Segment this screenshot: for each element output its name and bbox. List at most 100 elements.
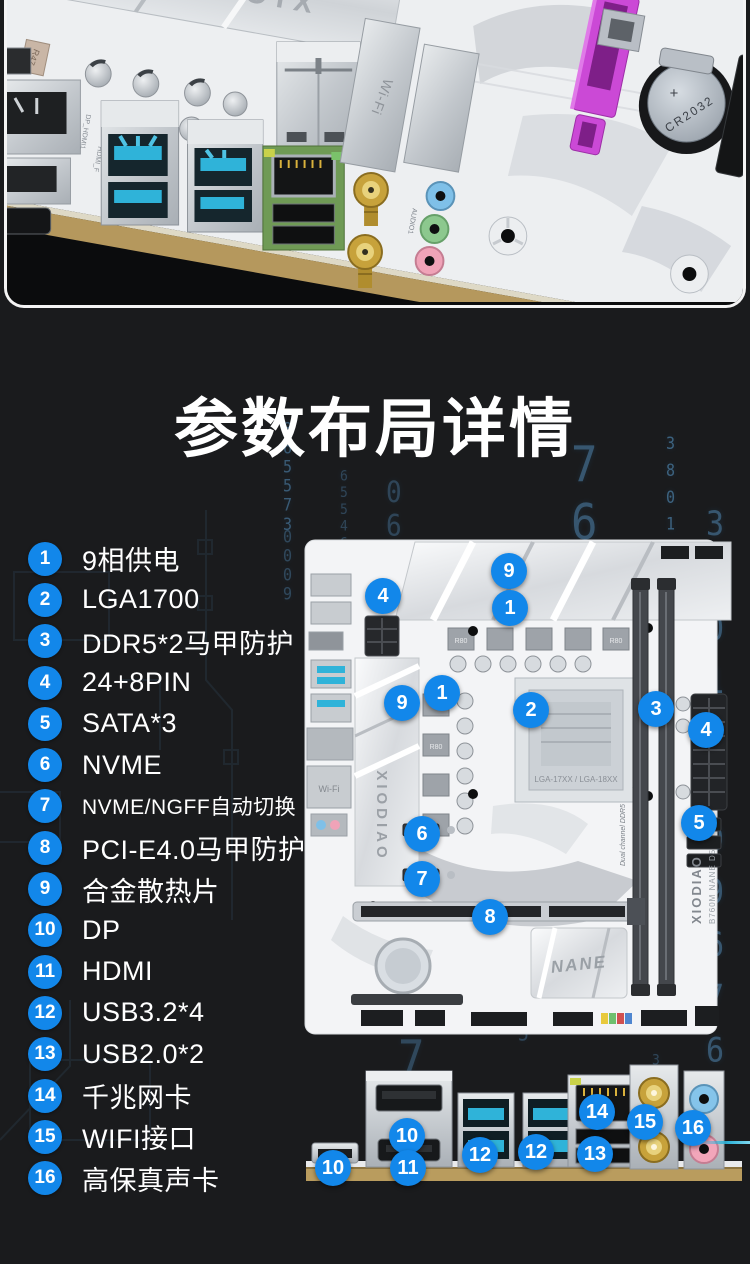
board-socket-label: LGA-17XX / LGA-18XX — [534, 775, 618, 784]
io-minidp-port — [311, 1142, 359, 1164]
choke-label: R80 — [610, 638, 623, 645]
board-cpu-socket: LGA-17XX / LGA-18XX — [514, 677, 644, 809]
hero-gold-edge — [7, 205, 542, 302]
feature-row-3: 3 DDR5*2马甲防护 — [28, 621, 306, 662]
hero-image-card: XIODIAO R47 DP_HDMI1 HDMI_F — [4, 0, 746, 308]
feature-row-16: 16 高保真声卡 — [28, 1157, 306, 1198]
feature-label: USB3.2*4 — [82, 997, 205, 1028]
board-left-heatsink: XIODIAO — [353, 657, 421, 887]
feature-label: PCI-E4.0马甲防护 — [82, 835, 306, 866]
feature-row-12: 12 USB3.2*4 — [28, 992, 306, 1033]
feature-number-badge: 5 — [28, 706, 62, 741]
feature-number-badge: 13 — [28, 1037, 62, 1072]
feature-row-11: 11 HDMI — [28, 951, 306, 992]
teal-glow-line — [697, 1141, 750, 1144]
board-fan-header — [695, 546, 723, 559]
feature-number-badge: 16 — [28, 1161, 62, 1196]
feature-row-13: 13 USB2.0*2 — [28, 1034, 306, 1075]
hero-black-connector — [715, 54, 743, 178]
feature-number-badge: 1 — [28, 541, 62, 576]
board-ddr-note: Dual channel DDR5 — [620, 804, 627, 866]
feature-label: WIFI接口 — [82, 1124, 196, 1155]
feature-number-badge: 4 — [28, 665, 62, 700]
feature-number-badge: 9 — [28, 872, 62, 907]
hero-qfp-chip — [596, 8, 646, 53]
hero-audio-module: AUDIO1 — [403, 43, 480, 276]
page-title: 参数布局详情 — [174, 393, 576, 465]
feature-label: LGA1700 — [82, 584, 200, 615]
feature-row-15: 15 WIFI接口 — [28, 1116, 306, 1157]
feature-label: SATA*3 — [82, 708, 178, 739]
feature-row-7: 7 NVME/NGFF自动切换 — [28, 786, 306, 827]
feature-row-2: 2 LGA1700 — [28, 579, 306, 620]
feature-row-5: 5 SATA*3 — [28, 703, 306, 744]
rear-io-illustration — [306, 1064, 742, 1181]
board-bottom-headers — [361, 1006, 719, 1026]
feature-row-8: 8 PCI-E4.0马甲防护 — [28, 827, 306, 868]
feature-label: 高保真声卡 — [82, 1165, 220, 1196]
board-edge-io: Wi-Fi — [306, 573, 354, 837]
feature-label: DP — [82, 914, 121, 945]
feature-row-1: 1 9相供电 — [28, 538, 306, 579]
hero-audio-label: AUDIO1 — [406, 208, 417, 235]
matrix-digit-column: 0 6 — [386, 476, 402, 544]
feature-number-badge: 7 — [28, 789, 62, 824]
board-pcie-x16 — [352, 898, 645, 925]
feature-number-badge: 2 — [28, 582, 62, 617]
hero-shield-tower — [276, 41, 361, 155]
feature-label: DDR5*2马甲防护 — [82, 628, 295, 659]
io-usb3-tower — [457, 1092, 515, 1168]
hero-standoff-holes — [488, 216, 709, 294]
feature-label: USB2.0*2 — [82, 1038, 205, 1069]
hero-port-label-2: HDMI_F — [92, 146, 103, 173]
feature-number-badge: 3 — [28, 624, 62, 659]
feature-label: HDMI — [82, 956, 153, 987]
io-dp-hdmi-tower — [365, 1070, 453, 1168]
io-wifi-bracket — [629, 1064, 679, 1170]
feature-list: 1 9相供电 2 LGA1700 3 DDR5*2马甲防护 4 24+8PIN 5 SATA*3 6… — [28, 538, 306, 1199]
board-cpu-power-8pin — [364, 615, 400, 657]
feature-label: 合金散热片 — [82, 876, 220, 907]
feature-number-badge: 11 — [28, 954, 62, 989]
feature-number-badge: 10 — [28, 913, 62, 948]
feature-number-badge: 12 — [28, 995, 62, 1030]
hero-left-ports: DP_HDMI1 HDMI_F — [7, 47, 103, 235]
feature-label: NVME — [82, 749, 163, 780]
board-chipset-heatsink: NANE — [530, 927, 628, 999]
hero-battery-plus: + — [670, 85, 679, 102]
board-wifi-label: Wi-Fi — [319, 784, 340, 794]
board-edge-model: XIODIAO B760M NANE D5 — [689, 849, 717, 924]
hero-sma-connectors — [347, 172, 389, 288]
feature-number-badge: 6 — [28, 748, 62, 783]
hero-cmos-battery: CR2032 + — [638, 47, 735, 154]
feature-row-6: 6 NVME — [28, 744, 306, 785]
feature-row-10: 10 DP — [28, 910, 306, 951]
board-vrm-top: R80 R80 — [447, 627, 630, 673]
feature-number-badge: 15 — [28, 1119, 62, 1154]
feature-label: 9相供电 — [82, 546, 181, 577]
feature-number-badge: 8 — [28, 830, 62, 865]
io-audio-bracket — [683, 1070, 725, 1170]
board-edge-brand-text: XIODIAO — [689, 855, 704, 924]
hero-wifi-module: Wi-Fi — [339, 17, 421, 288]
motherboard-illustration: XIODIAO Wi-Fi R80 R80 — [304, 539, 732, 1035]
board-fan-header — [661, 546, 689, 559]
feature-number-badge: 14 — [28, 1078, 62, 1113]
feature-label: 千兆网卡 — [82, 1083, 192, 1113]
choke-label: R80 — [430, 744, 443, 751]
hero-io-closeup-photo: XIODIAO R47 DP_HDMI1 HDMI_F — [7, 0, 743, 302]
board-edge-model-text: B760M NANE D5 — [708, 849, 717, 924]
feature-row-9: 9 合金散热片 — [28, 868, 306, 909]
board-pcie-x1 — [351, 994, 463, 1005]
feature-label: NVME/NGFF自动切换 — [82, 796, 297, 820]
hero-lan-module — [262, 145, 345, 251]
board-brand-text: XIODIAO — [373, 770, 390, 861]
choke-label: R80 — [455, 638, 468, 645]
hero-usb3-towers — [100, 100, 264, 233]
hero-heatsink: XIODIAO — [38, 0, 404, 57]
feature-label: 24+8PIN — [82, 667, 192, 698]
feature-row-14: 14 千兆网卡 — [28, 1075, 306, 1116]
motherboard-photo: XIODIAO Wi-Fi R80 R80 — [303, 536, 743, 1041]
